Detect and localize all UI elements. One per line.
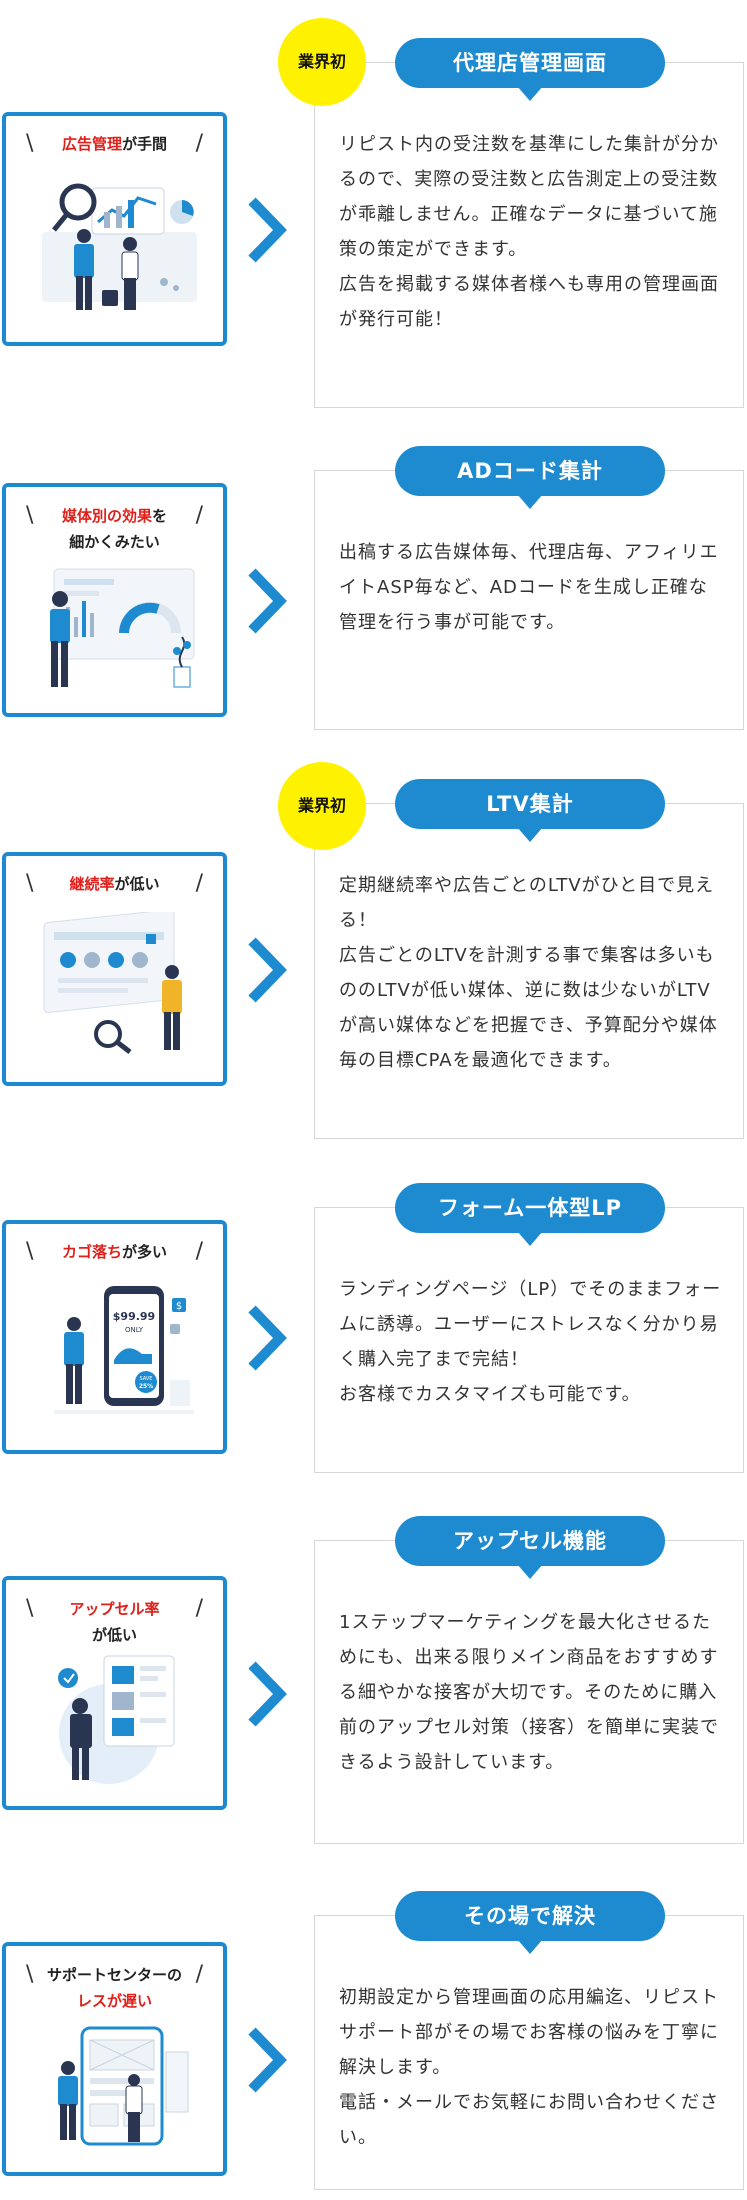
problem-card: \ アップセル率 が低い / [2, 1576, 227, 1810]
chevron-right-icon [248, 2027, 287, 2093]
problem-rest: が多い [122, 1243, 168, 1261]
problem-highlight: レスが遅い [76, 1992, 152, 2010]
feature-description: 出稿する広告媒体毎、代理店毎、アフィリエイトASP毎など、ADコードを生成し正確… [314, 470, 744, 730]
dollar-tag: $ [176, 1301, 182, 1312]
problem-rest: を [152, 507, 168, 525]
problem-plain: サポートセンターの [46, 1966, 182, 1984]
cart-abandon-illustration: $99.99 ONLY SAVE 25% $ [54, 1286, 194, 1414]
feature-description: 1ステップマーケティングを最大化させるためにも、出来る限りメイン商品をおすすめす… [314, 1540, 744, 1844]
feature-heading: ADコード集計 [395, 446, 665, 509]
support-wireframe-illustration [58, 2026, 189, 2146]
problem-card: \ サポートセンターの レスが遅い / [2, 1942, 227, 2176]
feature-description: リピスト内の受注数を基準にした集計が分かるので、実際の受注数と広告測定上の受注数… [314, 62, 744, 408]
industry-first-badge: 業界初 [278, 18, 366, 106]
problem-line2: が低い [91, 1626, 137, 1644]
industry-first-badge: 業界初 [278, 762, 366, 850]
problem-highlight: アップセル率 [69, 1600, 160, 1618]
upsell-shopping-illustration [58, 1655, 175, 1784]
problem-card: \ カゴ落ちが多い / $99.99 ONLY SAVE 25% $ [2, 1220, 227, 1454]
feature-heading: アップセル機能 [395, 1516, 665, 1579]
feature-heading: 代理店管理画面 [395, 38, 665, 101]
problem-highlight: カゴ落ち [61, 1243, 122, 1261]
problem-card: \ 広告管理が手間 / [2, 112, 227, 346]
media-report-illustration [50, 568, 195, 688]
problem-highlight: 継続率 [69, 875, 115, 893]
feature-description: 定期継続率や広告ごとのLTVがひと目で見える！ 広告ごとのLTVを計測する事で集… [314, 803, 744, 1139]
chevron-right-icon [248, 1305, 287, 1371]
problem-title: \ アップセル率 が低い / [26, 1596, 203, 1644]
phone-price: $99.99 [113, 1310, 155, 1323]
problem-rest: が低い [114, 875, 160, 893]
problem-title: \ 継続率が低い / [26, 871, 203, 896]
problem-title: \ 媒体別の効果を 細かくみたい / [26, 503, 203, 551]
problem-line2: 細かくみたい [69, 533, 160, 551]
feature-heading: フォーム一体型LP [395, 1183, 665, 1246]
phone-pct: 25% [139, 1383, 153, 1390]
feature-heading: その場で解決 [395, 1891, 665, 1954]
chevron-right-icon [248, 1661, 287, 1727]
retention-dashboard-illustration [43, 912, 182, 1054]
feature-description: 初期設定から管理画面の応用編迄、リピストサポート部がその場でお客様の悩みを丁寧に… [314, 1915, 744, 2190]
ad-analytics-illustration [42, 183, 197, 310]
problem-title: \ カゴ落ちが多い / [26, 1239, 203, 1264]
problem-highlight: 媒体別の効果 [61, 507, 152, 525]
chevron-right-icon [248, 937, 287, 1003]
problem-title: \ 広告管理が手間 / [26, 131, 203, 156]
feature-heading: LTV集計 [395, 779, 665, 842]
phone-save: SAVE [140, 1376, 153, 1382]
phone-only: ONLY [125, 1326, 144, 1334]
problem-highlight: 広告管理 [61, 135, 122, 153]
problem-card: \ 継続率が低い / [2, 852, 227, 1086]
problem-rest: が手間 [122, 135, 168, 153]
problem-title: \ サポートセンターの レスが遅い / [26, 1962, 203, 2010]
chevron-right-icon [248, 568, 287, 634]
feature-description: ランディングページ（LP）でそのままフォームに誘導。ユーザーにストレスなく分かり… [314, 1207, 744, 1473]
problem-card: \ 媒体別の効果を 細かくみたい / [2, 483, 227, 717]
chevron-right-icon [248, 197, 287, 263]
